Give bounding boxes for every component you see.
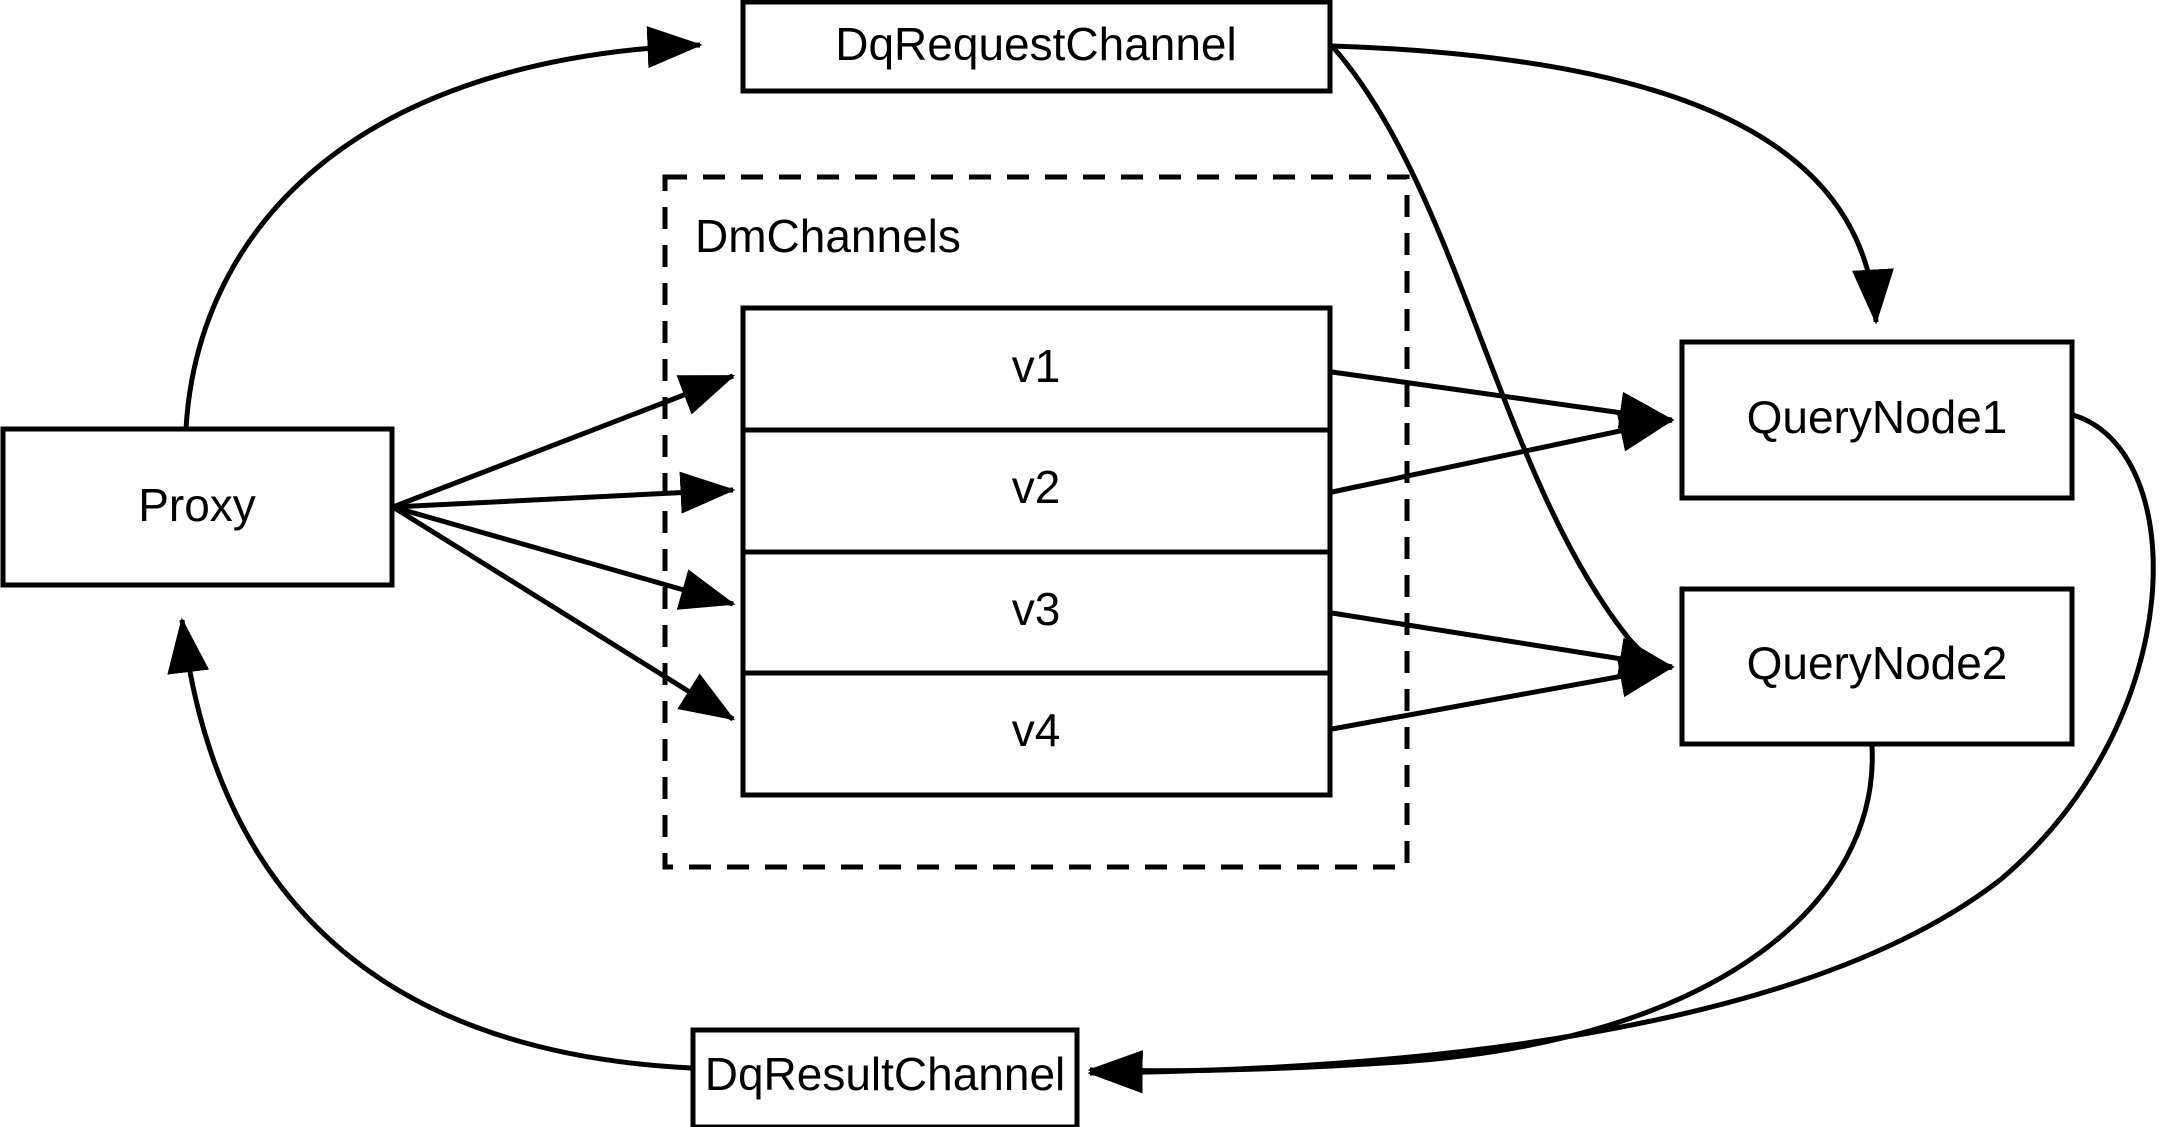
edge-dqresultchannel-to-proxy [167, 617, 692, 1071]
node-query-node-2[interactable]: QueryNode2 [1679, 586, 2075, 747]
vchannel-row-v4[interactable]: v4 [1012, 704, 1061, 756]
edge-querynode2-to-dqresultchannel [1087, 745, 1875, 1093]
query-node-1-box[interactable] [1679, 339, 2075, 501]
dq-result-channel-box[interactable] [690, 1027, 1080, 1127]
edge-v2-to-querynode1 [1331, 410, 1675, 495]
edge-querynode1-to-dqresultchannel [1087, 412, 2156, 1094]
proxy-label: Proxy [138, 479, 256, 531]
dq-request-channel-box[interactable] [740, 0, 1333, 94]
node-dq-request-channel[interactable]: DqRequestChannel [740, 0, 1333, 94]
proxy-box[interactable] [0, 426, 395, 588]
edge-proxy-to-dqrequestchannel [183, 26, 703, 430]
dmchannels-group-label: DmChannels [695, 210, 961, 262]
node-proxy[interactable]: Proxy [0, 426, 395, 588]
edge-proxy-to-v1 [392, 373, 736, 510]
vchannel-row-v2[interactable]: v2 [1012, 461, 1061, 513]
edge-v4-to-querynode2 [1331, 655, 1675, 732]
vchannel-stack: v1 v2 v3 v4 [740, 305, 1333, 798]
edge-proxy-to-v4 [391, 504, 736, 722]
edge-proxy-to-v3 [392, 504, 736, 610]
vchannel-row-v3[interactable]: v3 [1012, 583, 1061, 635]
edge-dqrequestchannel-to-querynode2 [1330, 44, 1675, 680]
edge-v3-to-querynode2 [1331, 610, 1675, 680]
node-query-node-1[interactable]: QueryNode1 [1679, 339, 2075, 501]
vchannel-row-v1[interactable]: v1 [1012, 340, 1061, 392]
dq-request-channel-label: DqRequestChannel [835, 18, 1237, 70]
node-dq-result-channel[interactable]: DqResultChannel [690, 1027, 1080, 1127]
dq-result-channel-label: DqResultChannel [705, 1048, 1066, 1100]
query-node-1-label: QueryNode1 [1747, 391, 2008, 443]
edge-v1-to-querynode1 [1331, 369, 1675, 434]
edge-proxy-to-v2 [392, 471, 736, 514]
dmchannels-group-border [662, 174, 1410, 870]
edge-dqrequestchannel-to-querynode1 [1331, 43, 1894, 325]
query-node-2-label: QueryNode2 [1747, 637, 2008, 689]
query-node-2-box[interactable] [1679, 586, 2075, 747]
